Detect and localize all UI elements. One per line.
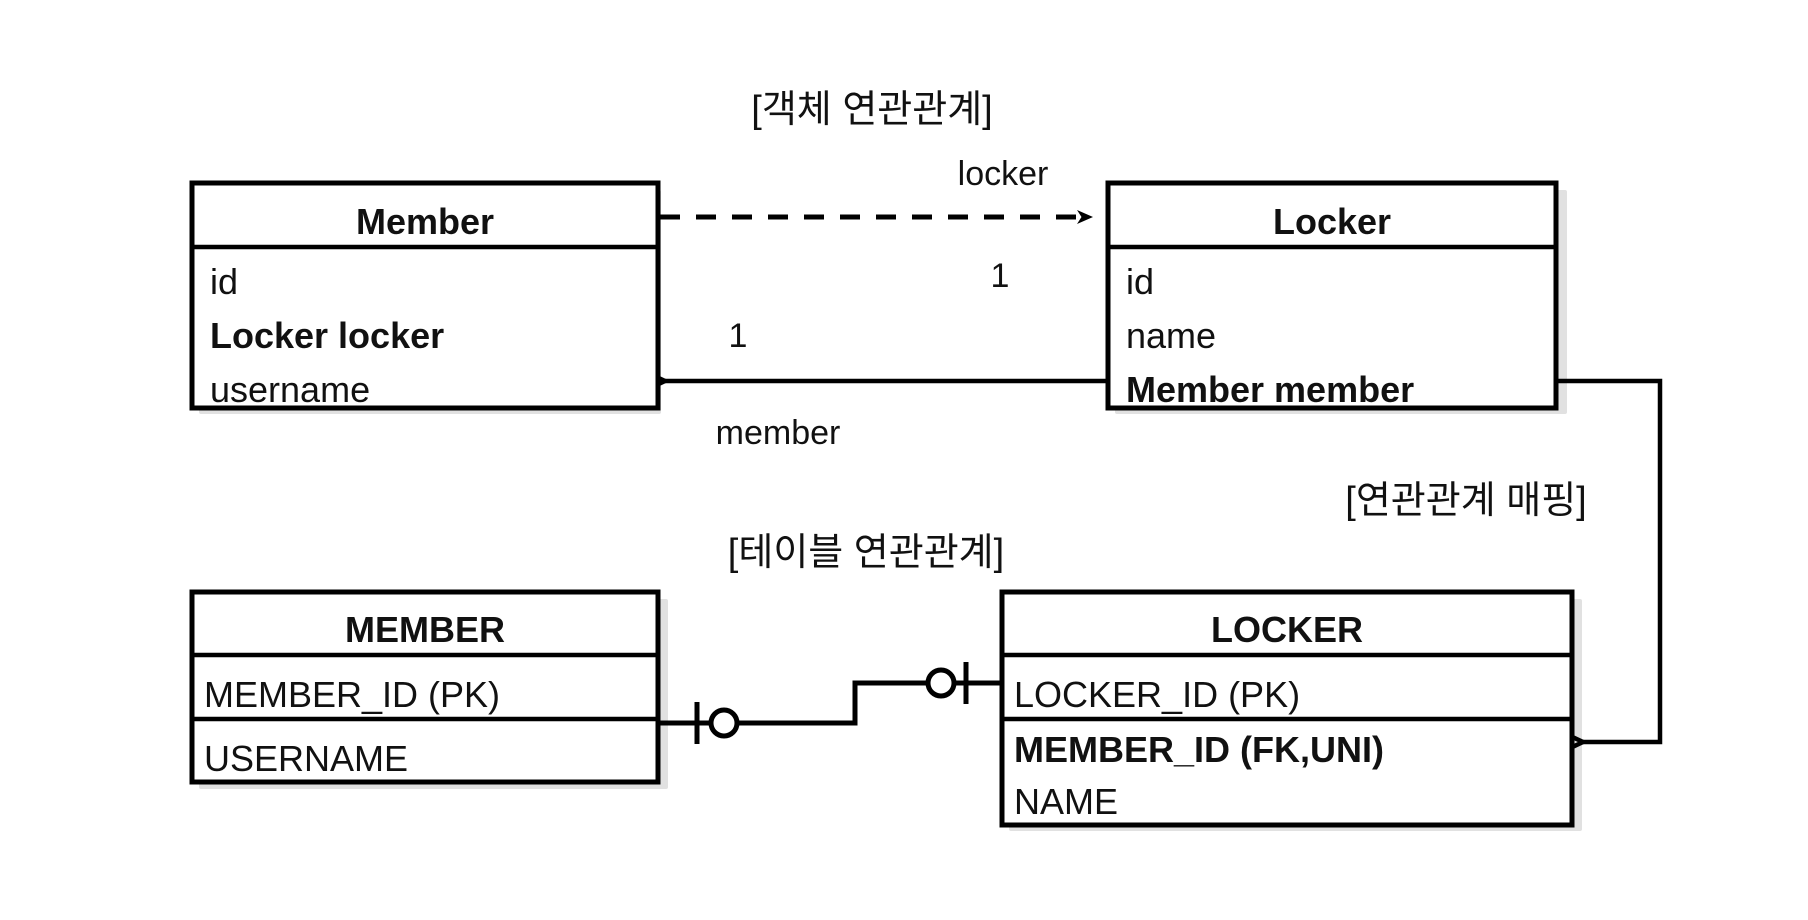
mapping-connector-path [1556, 378, 1663, 742]
locker-table-box[interactable]: LOCKER LOCKER_ID (PK) MEMBER_ID (FK,UNI)… [999, 589, 1575, 828]
member-table-column-1: USERNAME [204, 738, 408, 779]
member-entity-attr-0: id [210, 261, 238, 302]
locker-table-column-2: NAME [1014, 781, 1118, 822]
locker-entity-attr-0: id [1126, 261, 1154, 302]
locker-table-column-1: MEMBER_ID (FK,UNI) [1014, 729, 1384, 770]
member-table-title: MEMBER [345, 609, 505, 650]
member-entity-attr-2: username [210, 369, 370, 410]
label-object-relation: [객체 연관관계] [751, 89, 992, 131]
locker-entity-rect [1105, 180, 1559, 411]
member-table-column-0: MEMBER_ID (PK) [204, 674, 500, 715]
label-relation-mapping: [연관관계 매핑] [1345, 480, 1586, 522]
locker-entity-title: Locker [1273, 201, 1391, 242]
role-label-locker: locker [958, 155, 1049, 193]
locker-entity-attr-1: name [1126, 315, 1216, 356]
member-entity-rect [189, 180, 661, 411]
crowsfoot-left-circle [708, 707, 740, 739]
member-table-rect [189, 589, 661, 785]
cardinality-member-side: 1 [729, 317, 748, 355]
locker-table-rect [999, 589, 1575, 828]
member-table-box[interactable]: MEMBER MEMBER_ID (PK) USERNAME [189, 589, 661, 785]
locker-table-title: LOCKER [1211, 609, 1363, 650]
member-entity-box[interactable]: Member id Locker locker username [189, 180, 661, 411]
crowsfoot-right-circle [925, 667, 957, 699]
label-table-relation: [테이블 연관관계] [728, 532, 1004, 574]
role-label-member: member [716, 414, 841, 452]
cardinality-locker-side: 1 [991, 257, 1010, 295]
locker-table-column-0: LOCKER_ID (PK) [1014, 674, 1300, 715]
locker-entity-box[interactable]: Locker id name Member member [1105, 180, 1559, 411]
table-relationship-connector [658, 662, 1002, 744]
member-entity-attr-1: Locker locker [210, 315, 444, 356]
locker-entity-attr-2: Member member [1126, 369, 1414, 410]
member-entity-title: Member [356, 201, 494, 242]
